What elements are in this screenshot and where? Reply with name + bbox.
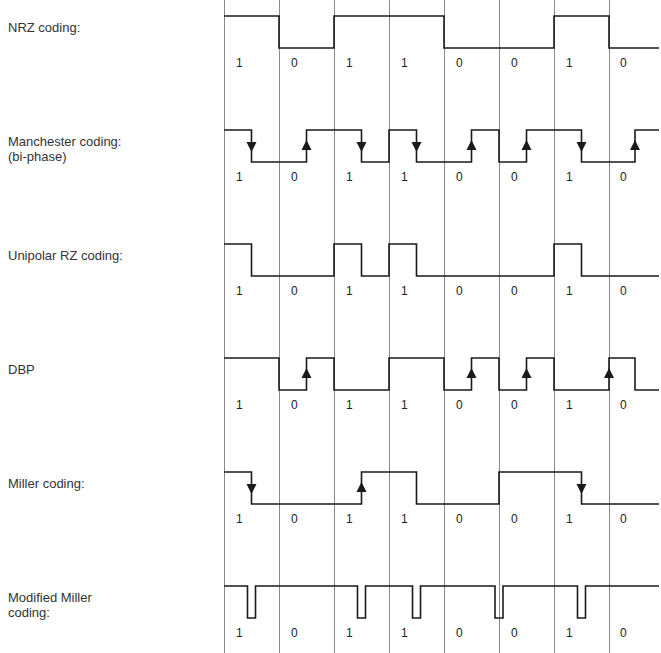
bit-value: 1 (400, 285, 409, 298)
bit-value: 0 (619, 285, 628, 298)
bit-grid-line (499, 0, 500, 653)
transition-arrow (577, 142, 587, 152)
bit-grid-line (224, 0, 225, 653)
bit-value: 1 (235, 57, 244, 70)
bit-value: 0 (510, 285, 519, 298)
bit-value: 0 (619, 399, 628, 412)
bit-value: 1 (565, 285, 574, 298)
miller-waveform (224, 472, 659, 504)
bit-value: 0 (619, 57, 628, 70)
modified-miller-waveform (224, 586, 659, 618)
bit-value: 1 (565, 627, 574, 640)
bit-value: 1 (400, 171, 409, 184)
bit-grid-line (389, 0, 390, 653)
bit-value: 0 (455, 399, 464, 412)
bit-value: 1 (565, 399, 574, 412)
transition-arrow (247, 142, 257, 152)
bit-grid-line (444, 0, 445, 653)
bit-value: 1 (400, 513, 409, 526)
bit-grid-line (554, 0, 555, 653)
bit-value: 0 (510, 513, 519, 526)
bit-value: 1 (400, 57, 409, 70)
bit-value: 0 (510, 399, 519, 412)
transition-arrow (630, 140, 640, 150)
transition-arrow (467, 140, 477, 150)
dbp-waveform (224, 358, 659, 390)
bit-value: 0 (290, 171, 299, 184)
bit-value: 0 (455, 513, 464, 526)
bit-value: 1 (565, 513, 574, 526)
bit-value: 0 (619, 627, 628, 640)
bit-value: 0 (619, 171, 628, 184)
bit-value: 1 (400, 399, 409, 412)
bit-value: 1 (345, 171, 354, 184)
coding-name: NRZ coding: (8, 20, 133, 35)
bit-value: 0 (290, 57, 299, 70)
transition-arrow (467, 368, 477, 378)
bit-grid-line (609, 0, 610, 653)
coding-name: Miller coding: (8, 476, 133, 491)
bit-value: 1 (345, 285, 354, 298)
bit-value: 1 (400, 627, 409, 640)
bit-value: 1 (235, 171, 244, 184)
coding-name: DBP (8, 362, 133, 377)
bit-value: 1 (235, 513, 244, 526)
coding-name: Manchester coding: (bi-phase) (8, 134, 133, 164)
transition-arrow (522, 368, 532, 378)
bit-value: 1 (565, 57, 574, 70)
transition-arrow (577, 484, 587, 494)
bit-grid-line (334, 0, 335, 653)
bit-value: 0 (455, 57, 464, 70)
transition-arrow (302, 368, 312, 378)
bit-value: 1 (345, 513, 354, 526)
bit-value: 0 (290, 399, 299, 412)
bit-value: 0 (455, 285, 464, 298)
coding-name: Unipolar RZ coding: (8, 248, 133, 263)
bit-value: 0 (290, 513, 299, 526)
transition-arrow (302, 140, 312, 150)
bit-value: 0 (455, 171, 464, 184)
bit-value: 1 (345, 57, 354, 70)
bit-value: 1 (235, 285, 244, 298)
bit-value: 0 (290, 627, 299, 640)
transition-arrow (412, 142, 422, 152)
unipolar-rz-waveform (224, 244, 659, 276)
transition-arrow (522, 140, 532, 150)
bit-value: 1 (235, 627, 244, 640)
transition-arrow (604, 368, 614, 378)
bit-value: 0 (510, 57, 519, 70)
coding-name: Modified Miller coding: (8, 590, 133, 620)
bit-value: 0 (619, 513, 628, 526)
bit-value: 0 (290, 285, 299, 298)
nrz-waveform (224, 16, 659, 48)
bit-value: 1 (565, 171, 574, 184)
bit-value: 1 (345, 627, 354, 640)
bit-value: 1 (235, 399, 244, 412)
bit-value: 1 (345, 399, 354, 412)
manchester-waveform (224, 130, 659, 162)
bit-grid-line (279, 0, 280, 653)
transition-arrow (357, 482, 367, 492)
transition-arrow (357, 142, 367, 152)
bit-value: 0 (455, 627, 464, 640)
bit-value: 0 (510, 627, 519, 640)
transition-arrow (247, 484, 257, 494)
bit-value: 0 (510, 171, 519, 184)
